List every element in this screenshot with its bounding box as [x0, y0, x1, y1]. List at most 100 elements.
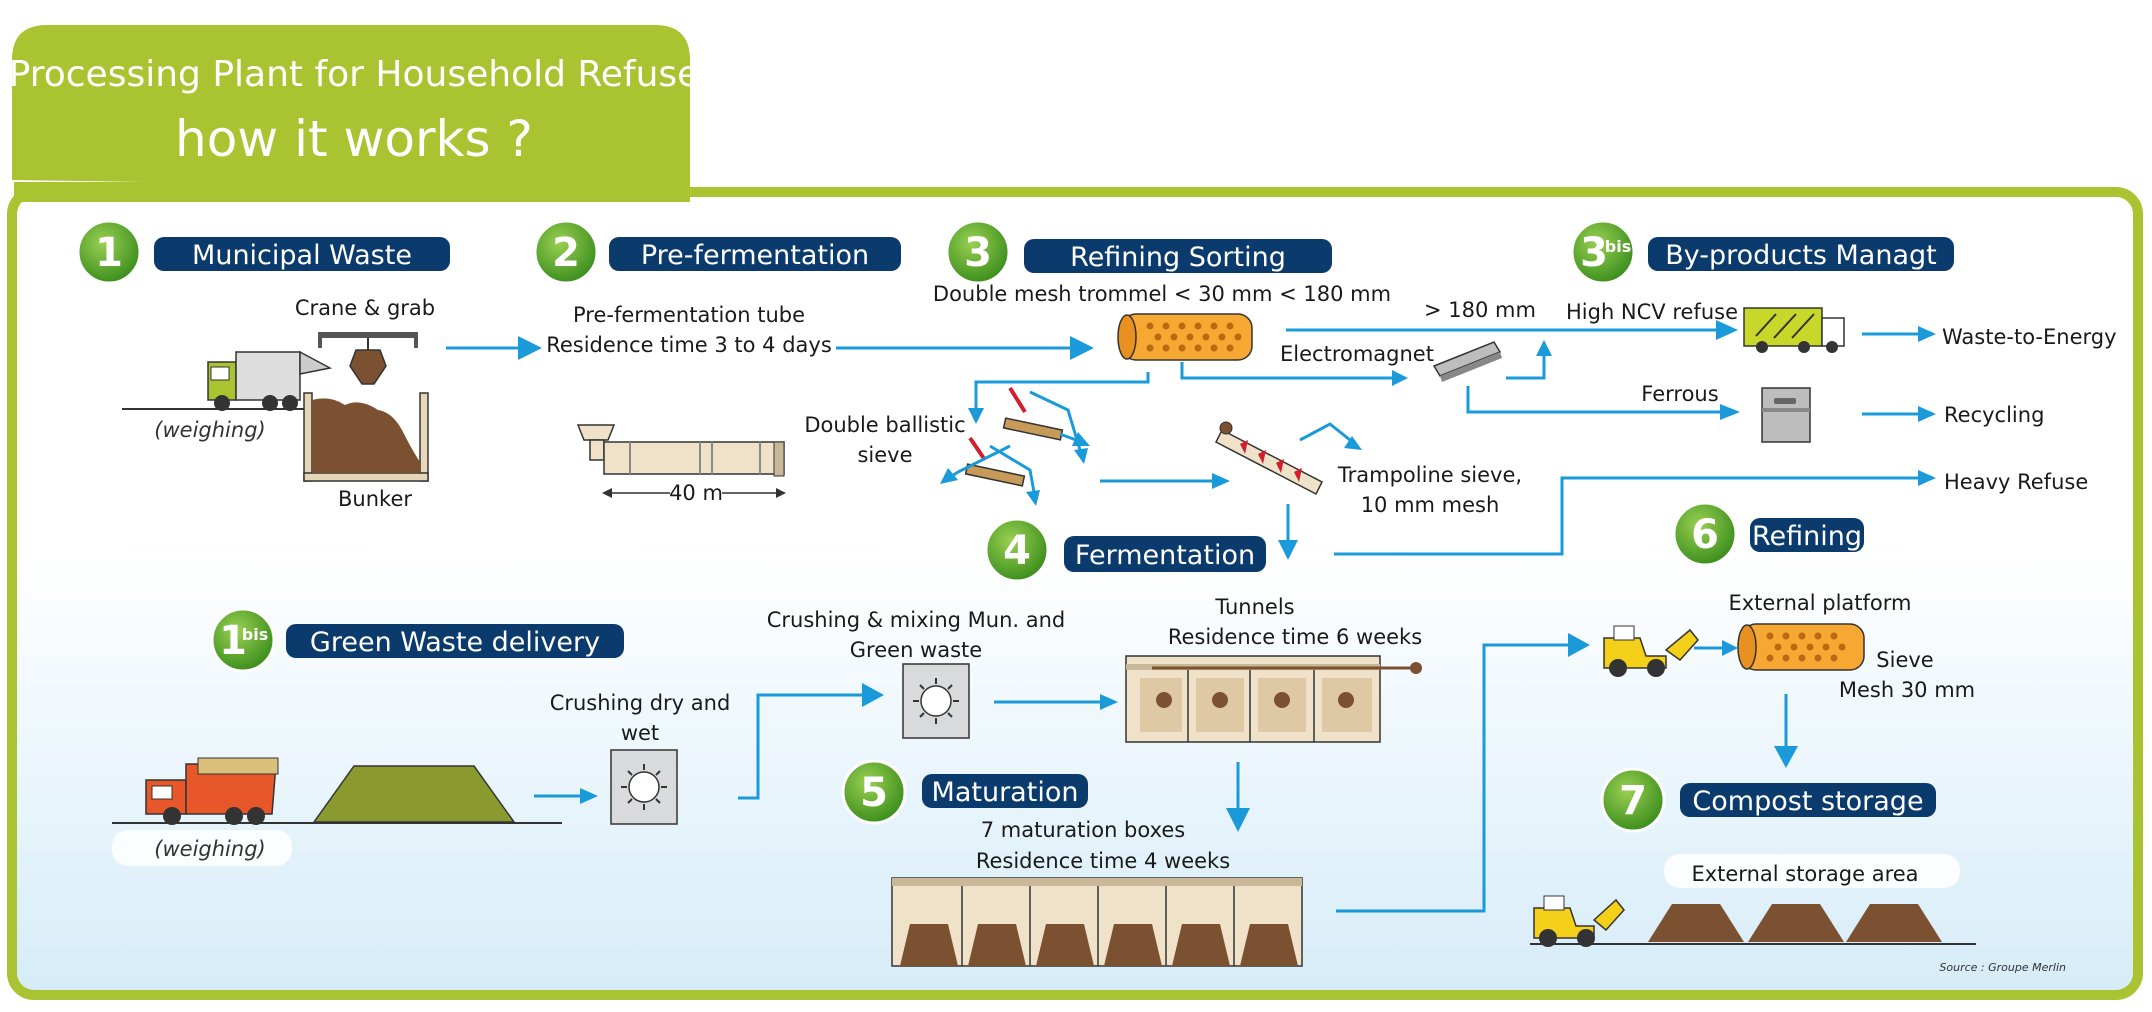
source-label: Source : Groupe Merlin — [1939, 961, 2066, 974]
step-6-badge — [1672, 501, 1738, 567]
step-4-header: 4 Fermentation — [984, 517, 1266, 583]
trampoline-sieve-icon — [1214, 421, 1324, 496]
loader-icon-1 — [1603, 625, 1699, 677]
step-3-title: Refining Sorting — [1070, 242, 1286, 273]
step-3bis-label-bg — [1648, 237, 1954, 271]
loader-icon-2 — [1533, 895, 1625, 947]
garbage-truck-icon — [207, 350, 333, 411]
step-3bis-header: 3 bis By-products Managt — [1570, 219, 1954, 285]
step-4-number: 4 — [1003, 528, 1031, 574]
step-1-badge — [76, 219, 142, 285]
step-1bis-sup: bis — [242, 625, 268, 644]
step-1bis-title: Green Waste delivery — [310, 627, 600, 658]
step-1-header: 1 Municipal Waste — [76, 219, 450, 285]
gt180-label: > 180 mm — [1424, 298, 1536, 322]
step-7-header: 7 Compost storage — [1600, 767, 1936, 833]
step-3-header: 3 Refining Sorting — [945, 219, 1332, 285]
step-3-number: 3 — [964, 230, 992, 276]
step-5-label-bg — [922, 774, 1088, 808]
step-2-number: 2 — [552, 230, 580, 276]
step-6-header: 6 Refining — [1672, 501, 1864, 567]
maturation-label-1: 7 maturation boxes — [981, 818, 1185, 842]
trommel-label: Double mesh trommel < 30 mm < 180 mm — [933, 282, 1391, 306]
flow-arrows — [446, 320, 1936, 913]
high-ncv-label: High NCV refuse — [1566, 300, 1738, 324]
tube-label-1: Pre-fermentation tube — [573, 303, 805, 327]
step-7-number: 7 — [1619, 778, 1647, 824]
compost-piles — [1648, 904, 1942, 942]
trommel-icon — [1117, 313, 1253, 361]
step-2-badge — [533, 219, 599, 285]
wte-label: Waste-to-Energy — [1942, 325, 2117, 349]
step-1-label-bg — [154, 237, 450, 271]
recycling-label: Recycling — [1944, 403, 2044, 427]
tube-length-label: 40 m — [669, 481, 723, 505]
header-tab: Processing Plant for Household Refuse ho… — [9, 25, 700, 190]
external-storage-label: External storage area — [1691, 862, 1918, 886]
step-5-badge — [841, 759, 907, 825]
tipper-truck-icon — [145, 757, 279, 825]
ferrous-label: Ferrous — [1641, 382, 1718, 406]
step-7-badge — [1600, 767, 1666, 833]
bunker-illustration — [303, 392, 429, 482]
crusher-icon-2 — [902, 663, 970, 739]
step-1bis-number: 1 — [219, 618, 247, 664]
step-4-label-bg — [1064, 536, 1266, 572]
weighing-label-1: (weighing) — [154, 418, 265, 442]
bunker-label: Bunker — [338, 487, 412, 511]
step-4-badge — [984, 517, 1050, 583]
step-2-header: 2 Pre-fermentation — [533, 219, 901, 285]
step-3-label-bg — [1024, 239, 1332, 273]
crusher-icon-1 — [610, 749, 678, 825]
step-1-title: Municipal Waste — [192, 240, 412, 271]
crushing-mix-label-1: Crushing & mixing Mun. and — [767, 608, 1066, 632]
weighing-label-2: (weighing) — [154, 837, 265, 861]
external-platform-label: External platform — [1728, 591, 1911, 615]
crane-grab-illustration — [318, 332, 418, 385]
ballistic-sieve-icon — [964, 386, 1064, 487]
step-3bis-title: By-products Managt — [1665, 240, 1937, 271]
step-1bis-badge — [210, 607, 276, 673]
sieve-label-1: Sieve — [1876, 648, 1933, 672]
maturation-boxes-illustration — [891, 877, 1303, 967]
electromagnet-icon — [1432, 341, 1502, 382]
tab-joint — [14, 182, 690, 202]
tunnels-label-2: Residence time 6 weeks — [1168, 625, 1422, 649]
sieve-trommel-icon — [1737, 623, 1865, 671]
tunnels-illustration — [1125, 655, 1422, 743]
step-7-title: Compost storage — [1692, 786, 1923, 817]
external-storage-label-bg — [1664, 854, 1960, 888]
crushing-mix-label-2: Green waste — [850, 638, 982, 662]
sieve-label-2: Mesh 30 mm — [1839, 678, 1975, 702]
title-line-1: Processing Plant for Household Refuse — [9, 54, 700, 95]
step-6-title: Refining — [1752, 521, 1862, 552]
maturation-label-2: Residence time 4 weeks — [976, 849, 1230, 873]
crushing-dry-label-2: wet — [621, 721, 659, 745]
step-3bis-sup: bis — [1605, 237, 1631, 256]
weighing-label-bg — [112, 830, 292, 866]
step-3-badge — [945, 219, 1011, 285]
ballistic-label-1: Double ballistic — [804, 413, 965, 437]
trampoline-label-2: 10 mm mesh — [1361, 493, 1500, 517]
step-1bis-header: 1 bis Green Waste delivery — [210, 607, 624, 673]
trampoline-label-1: Trampoline sieve, — [1337, 463, 1522, 487]
step-5-title: Maturation — [932, 777, 1079, 808]
title-line-2: how it works ? — [175, 110, 533, 168]
pre-fermentation-tube-illustration — [576, 424, 785, 477]
step-7-label-bg — [1680, 783, 1936, 817]
step-1bis-label-bg — [286, 624, 624, 658]
tube-length-label-bg — [670, 482, 722, 504]
step-3bis-badge — [1570, 219, 1636, 285]
step-1-number: 1 — [95, 230, 123, 276]
step-2-title: Pre-fermentation — [641, 240, 869, 271]
step-3bis-number: 3 — [1580, 230, 1608, 276]
step-6-label-bg — [1750, 518, 1864, 552]
step-4-title: Fermentation — [1075, 540, 1255, 571]
crushing-dry-label-1: Crushing dry and — [550, 691, 731, 715]
electromagnet-label: Electromagnet — [1280, 342, 1434, 366]
tube-label-2: Residence time 3 to 4 days — [546, 333, 832, 357]
ballistic-label-2: sieve — [857, 443, 912, 467]
crane-label: Crane & grab — [295, 296, 435, 320]
step-5-number: 5 — [860, 770, 888, 816]
